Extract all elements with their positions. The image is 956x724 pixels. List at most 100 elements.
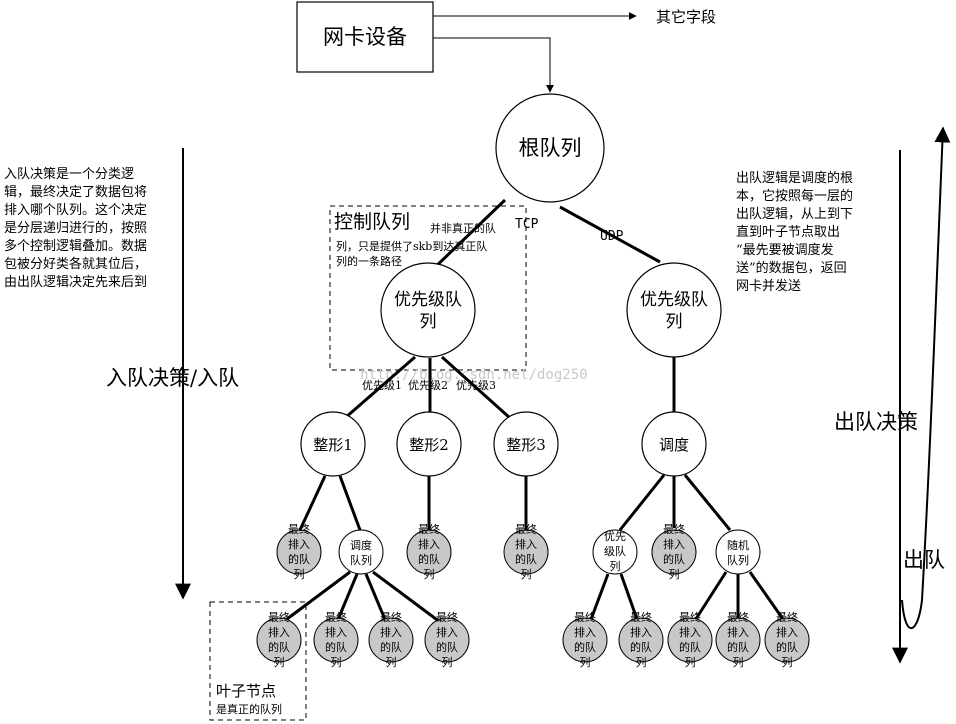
nic-to-root-arrow <box>433 37 554 93</box>
final-queue-node <box>276 529 322 575</box>
final-queue-text: 排入 <box>325 625 347 639</box>
final-queue-text: 最终 <box>679 610 701 624</box>
shaping-1-node <box>300 411 366 477</box>
final-queue-text: 的队 <box>436 640 458 654</box>
final-queue-text: 最终 <box>663 522 685 536</box>
root-queue-label: 根队列 <box>519 136 582 160</box>
final-queue-text: 排入 <box>574 625 596 639</box>
scheduling-label: 调度 <box>659 436 689 454</box>
enqueue-desc-line: 包被分好类各就其位后， <box>4 257 148 272</box>
final-queue-text: 排入 <box>288 537 310 551</box>
edge-sched-leaf2 <box>335 573 359 623</box>
final-queue-text: 最终 <box>288 522 310 536</box>
leaf-circle <box>424 617 470 663</box>
priority-queue-left-node <box>380 262 476 358</box>
leaf-final-queue: 最终 排入 的队 列 <box>562 610 608 669</box>
final-queue-text: 的队 <box>515 552 537 566</box>
control-queue-title: 控制队列 <box>334 211 410 233</box>
leaf-final-queue: 最终 排入 的队 列 <box>368 610 414 669</box>
final-queue-text: 最终 <box>436 610 458 624</box>
control-queue-note-1: 并非真正的队 <box>430 221 496 235</box>
final-queue-text: 列 <box>386 655 397 669</box>
final-queue-text: 最终 <box>776 610 798 624</box>
edge-sched-random <box>683 474 732 531</box>
edge-random-leaf3 <box>748 571 787 623</box>
priority-queue-right-line1: 优先级队 <box>640 290 708 310</box>
udp-label: UDP <box>600 229 624 244</box>
final-queue-text: 排入 <box>515 537 537 551</box>
priority-queue-right-line2: 列 <box>666 312 683 332</box>
final-queue-text: 列 <box>274 655 285 669</box>
tcp-label: TCP <box>515 217 539 232</box>
final-queue-text: 排入 <box>663 537 685 551</box>
priority-queue-left-line2: 列 <box>420 312 437 332</box>
edge-shape1-sched <box>338 475 362 531</box>
dequeue-desc-line: 送”的数据包，返回 <box>736 261 847 276</box>
final-queue-text: 的队 <box>727 640 749 654</box>
other-fields-label: 其它字段 <box>656 8 716 26</box>
priority-queue-left-line1: 优先级队 <box>394 290 462 310</box>
priority-queue-right-node <box>626 262 722 358</box>
enqueue-desc-line: 由出队逻辑决定先来后到 <box>4 275 148 290</box>
final-queue-text: 列 <box>521 567 532 581</box>
final-queue-text: 排入 <box>380 625 402 639</box>
enqueue-desc-line: 排入哪个队列。这个决定 <box>4 203 148 218</box>
final-queue-node <box>503 529 549 575</box>
final-queue-text: 最终 <box>268 610 290 624</box>
final-queue-text: 的队 <box>574 640 596 654</box>
root-queue-node <box>495 93 605 203</box>
edge-sched-leaf4 <box>372 570 441 624</box>
final-queue-text: 的队 <box>418 552 440 566</box>
leaf-circle <box>256 617 302 663</box>
final-queue-text: 列 <box>424 567 435 581</box>
dequeue-desc-line: 出队逻辑是调度的根 <box>736 171 854 186</box>
final-queue-text: 最终 <box>418 522 440 536</box>
leaf-final-queue: 最终 排入 的队 列 <box>618 610 664 669</box>
final-queue-text: 排入 <box>436 625 458 639</box>
priority-label-2: 优先级2 <box>408 379 448 392</box>
final-queue-text: 最终 <box>727 610 749 624</box>
leaf-circle <box>562 617 608 663</box>
final-queue-node <box>406 529 452 575</box>
sched-queue-text: 调度 <box>350 538 372 552</box>
final-queue-text: 排入 <box>727 625 749 639</box>
edge-priosmall-leaf1 <box>588 573 610 623</box>
edge-root-right <box>559 205 661 264</box>
leaf-circle <box>618 617 664 663</box>
final-queue-text: 的队 <box>288 552 310 566</box>
dequeue-arrow <box>901 126 951 630</box>
enqueue-description: 入队决策是一个分类逻 辑，最终决定了数据包将 排入哪个队列。这个决定 是分层递归… <box>4 166 180 292</box>
leaf-circle <box>313 617 359 663</box>
leaf-final-queue: 最终 排入 的队 列 <box>764 610 810 669</box>
edge-prio-shape3 <box>440 355 512 420</box>
dequeue-desc-line: 出队逻辑，从上到下 <box>736 207 854 222</box>
dequeue-description: 出队逻辑是调度的根 本，它按照每一层的 出队逻辑，从上到下 直到叶子节点取出 “… <box>736 170 896 296</box>
final-queue-text: 最终 <box>630 610 652 624</box>
edge-prio-shape1 <box>344 355 416 420</box>
watermark: http://blog.csdn.net/dog250 <box>360 367 588 383</box>
prio-small-text: 级队 <box>604 544 626 558</box>
random-queue-node <box>715 529 761 575</box>
final-queue-text: 的队 <box>776 640 798 654</box>
edge-sched-prio <box>618 474 666 531</box>
random-queue-text: 队列 <box>727 553 749 567</box>
leaf-circle <box>368 617 414 663</box>
leaf-node-box <box>209 601 307 721</box>
control-queue-note-3: 列的一条路径 <box>336 254 402 268</box>
leaf-final-queue: 最终 排入 的队 列 <box>424 610 470 669</box>
nic-device-box <box>296 1 434 73</box>
edge-random-leaf1 <box>692 571 728 623</box>
final-queue-text: 的队 <box>663 552 685 566</box>
final-queue-text: 列 <box>685 655 696 669</box>
dequeue-desc-line: 直到叶子节点取出 <box>736 225 841 240</box>
enqueue-desc-line: 入队决策是一个分类逻 <box>4 167 135 182</box>
final-queue-text: 列 <box>331 655 342 669</box>
final-queue-text: 排入 <box>776 625 798 639</box>
control-queue-note-2: 列，只是提供了skb到达真正队 <box>336 239 487 253</box>
prio-small-text: 列 <box>610 559 621 573</box>
enqueue-desc-line: 多个控制逻辑叠加。数据 <box>4 239 148 254</box>
dequeue-decision-label: 出队决策 <box>834 410 918 434</box>
final-queue-text: 排入 <box>630 625 652 639</box>
dequeue-desc-line: “最先要被调度发 <box>736 243 834 258</box>
